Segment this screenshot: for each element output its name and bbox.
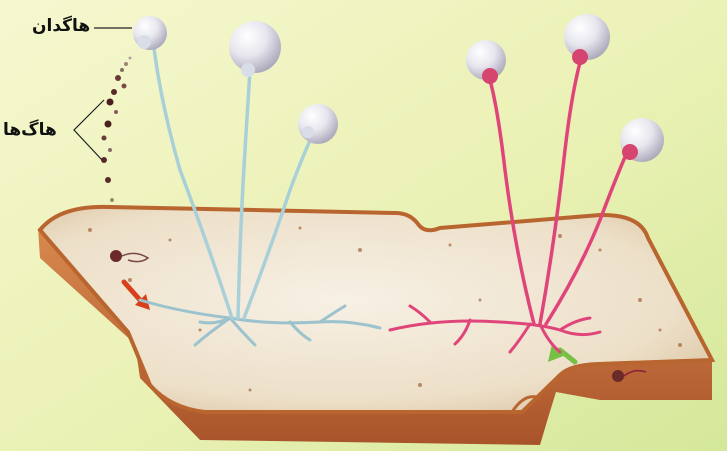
sporangium-label: هاگدان bbox=[32, 16, 90, 36]
sporangium-blue-2 bbox=[229, 21, 281, 73]
spores-label: هاگ‌ها bbox=[3, 120, 57, 140]
sporangium-pink-2 bbox=[564, 14, 610, 60]
sporangium-blue-3 bbox=[298, 104, 338, 144]
